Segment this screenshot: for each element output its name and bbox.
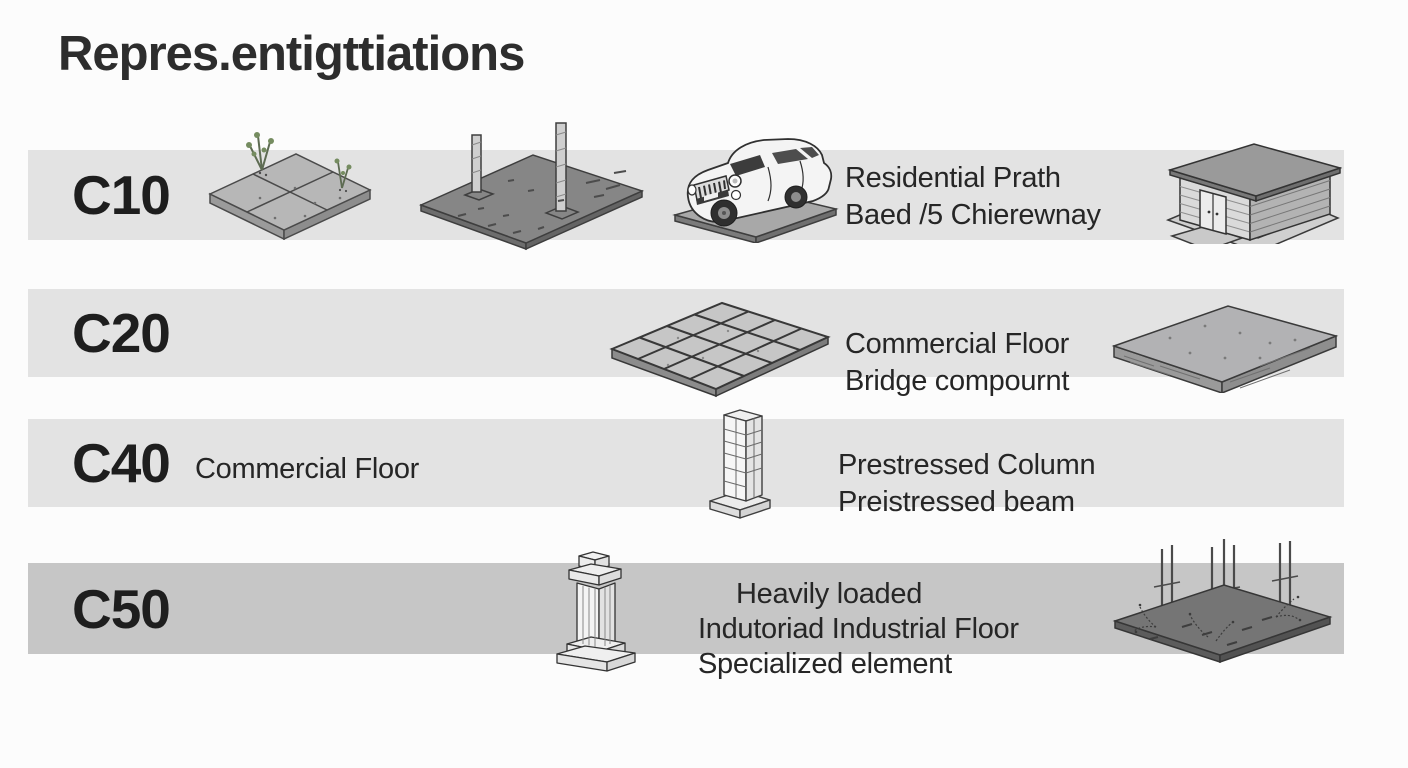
grade-label-c10: C10	[72, 164, 171, 226]
c40-description-line2: Preistressed beam	[838, 486, 1075, 518]
c10-description: Residential Prath Baed /5 Chierewnay	[845, 160, 1101, 234]
c20-description-line2: Bridge compournt	[845, 365, 1070, 397]
c50-description: Heavily loaded Indutoriad Industrial Flo…	[698, 577, 1019, 682]
grade-label-c50: C50	[72, 577, 171, 640]
c40-description-line1: Prestressed Column	[838, 449, 1096, 481]
classical-pedestal-icon	[545, 550, 641, 674]
garden-shed-icon	[1162, 132, 1342, 244]
slab-with-weeds-icon	[200, 128, 378, 240]
grade-band-c40: C40	[28, 419, 1344, 507]
c10-description-line2: Baed /5 Chierewnay	[845, 199, 1101, 231]
c20-description: Commercial Floor Bridge compournt	[845, 326, 1069, 400]
suv-on-slab-icon	[672, 133, 840, 243]
prestressed-column-icon	[698, 403, 782, 525]
c40-description: Prestressed Column Preistressed beam	[838, 447, 1096, 521]
rebar-foundation-slab-icon	[1112, 535, 1334, 663]
slab-with-fence-posts-icon	[418, 121, 645, 251]
grade-label-c20: C20	[72, 302, 171, 364]
c10-description-line1: Residential Prath	[845, 162, 1061, 194]
c50-description-line3: Specialized element	[698, 648, 952, 680]
c50-description-line2: Indutoriad Industrial Floor	[698, 613, 1019, 645]
c20-description-line1: Commercial Floor	[845, 328, 1070, 360]
grade-band-c50: C50	[28, 563, 1344, 654]
grade-label-c40: C40	[72, 432, 171, 494]
page-title: Repres.entigttiations	[58, 27, 525, 81]
c50-description-line1: Heavily loaded	[736, 578, 923, 610]
concrete-slab-icon	[1110, 298, 1340, 393]
tiled-floor-slab-icon	[608, 293, 832, 398]
c40-left-label: Commercial Floor	[195, 453, 420, 485]
